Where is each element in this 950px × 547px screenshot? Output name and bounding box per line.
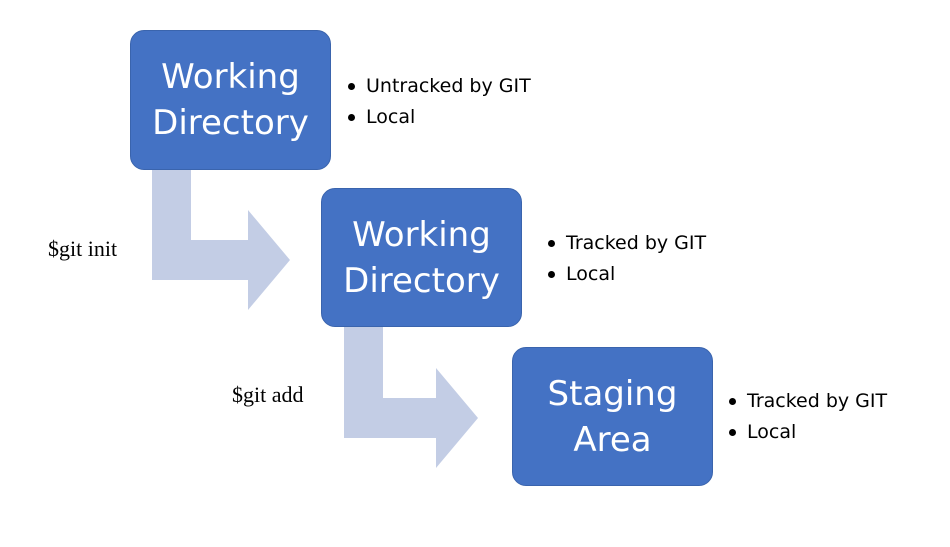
- bullet-item: Untracked by GIT: [346, 71, 531, 102]
- node-working-directory-tracked: Working Directory: [321, 188, 522, 327]
- bullet-item: Tracked by GIT: [727, 386, 887, 417]
- bullet-list-working-directory-untracked: Untracked by GIT Local: [346, 71, 531, 133]
- node-staging-area: Staging Area: [512, 347, 713, 486]
- bent-arrow-git-init: [152, 170, 290, 310]
- node-title-line: Directory: [343, 260, 500, 301]
- node-working-directory-untracked: Working Directory: [130, 30, 331, 170]
- bullet-list-working-directory-tracked: Tracked by GIT Local: [546, 228, 706, 290]
- bullet-item: Local: [346, 102, 531, 133]
- node-title-line: Area: [573, 419, 652, 460]
- node-title-line: Staging: [547, 373, 678, 414]
- bullet-item: Local: [727, 417, 887, 448]
- bullet-item: Tracked by GIT: [546, 228, 706, 259]
- edge-label-git-add: $git add: [232, 382, 304, 407]
- edge-label-git-init: $git init: [48, 236, 118, 261]
- node-title-line: Working: [352, 214, 491, 255]
- node-title-line: Working: [161, 57, 300, 97]
- bent-arrow-git-add: [344, 327, 478, 468]
- bullet-item: Local: [546, 259, 706, 290]
- bullet-list-staging-area: Tracked by GIT Local: [727, 386, 887, 448]
- node-title-line: Directory: [152, 103, 309, 143]
